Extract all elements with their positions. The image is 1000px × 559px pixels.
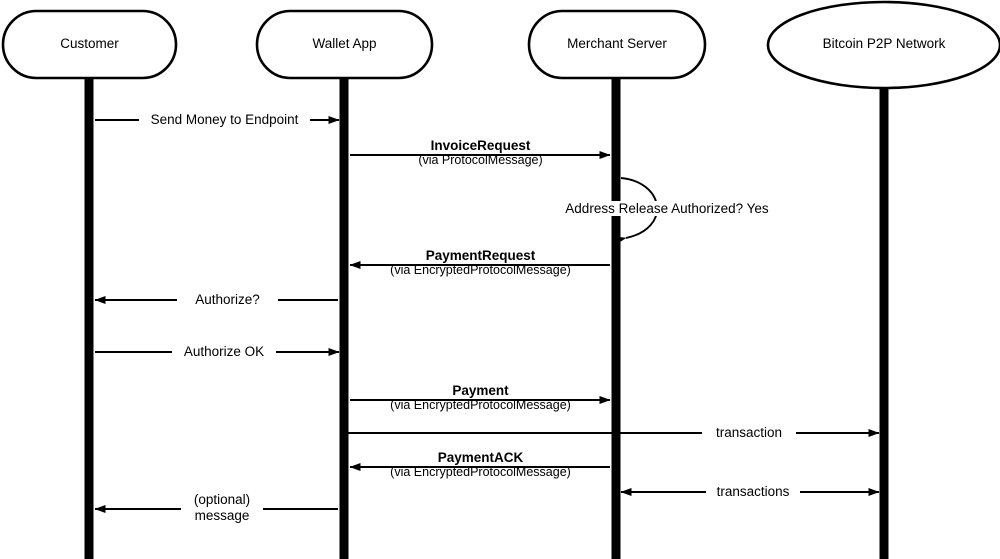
message-secondary-text: (via EncryptedProtocolMessage)	[390, 398, 571, 413]
message-label-send-money: Send Money to Endpoint	[139, 112, 310, 128]
message-label-transactions: transactions	[706, 484, 800, 500]
message-label-invoice-request: InvoiceRequest (via ProtocolMessage)	[357, 138, 604, 167]
actor-head-customer[interactable]	[1, 9, 178, 80]
message-label-transaction: transaction	[702, 425, 796, 441]
message-secondary-text: message	[194, 507, 250, 523]
actor-head-merchant[interactable]	[527, 9, 707, 80]
message-primary-text: (optional)	[193, 492, 251, 507]
message-label-payment-ack: PaymentACK (via EncryptedProtocolMessage…	[357, 450, 604, 479]
message-label-optional-message: (optional) message	[181, 492, 263, 524]
message-label-payment-request: PaymentRequest (via EncryptedProtocolMes…	[357, 248, 604, 277]
message-primary-text: InvoiceRequest	[430, 138, 531, 153]
message-secondary-text: (via EncryptedProtocolMessage)	[390, 465, 571, 480]
message-secondary-text: (via ProtocolMessage)	[418, 153, 543, 168]
message-label-payment: Payment (via EncryptedProtocolMessage)	[357, 383, 604, 412]
message-primary-text: Payment	[452, 383, 509, 398]
message-label-address-release: Address Release Authorized? Yes	[549, 201, 785, 217]
actor-head-wallet[interactable]	[255, 9, 434, 80]
message-label-authorize-ok: Authorize OK	[172, 344, 276, 360]
actor-head-bitcoin[interactable]	[766, 0, 1000, 90]
message-primary-text: PaymentACK	[437, 450, 524, 465]
message-secondary-text: (via EncryptedProtocolMessage)	[390, 263, 571, 278]
message-label-authorize-query: Authorize?	[177, 292, 278, 308]
message-primary-text: PaymentRequest	[425, 248, 536, 263]
